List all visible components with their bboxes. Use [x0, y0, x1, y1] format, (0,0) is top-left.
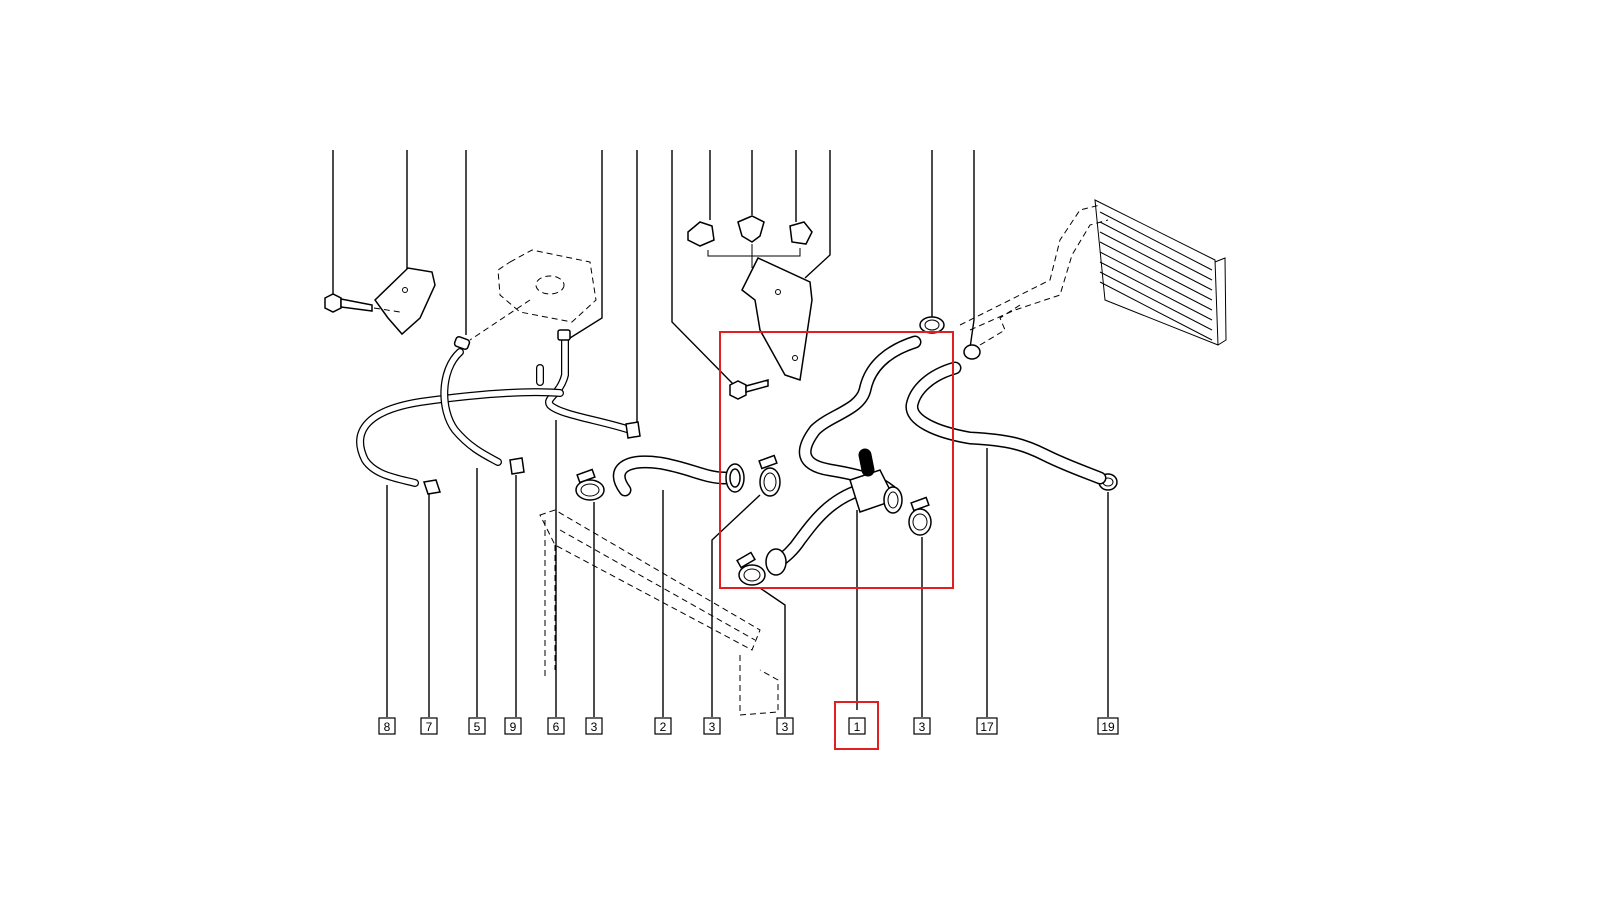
- hose-5: [440, 336, 502, 466]
- callout-label: 19: [1101, 720, 1115, 734]
- callout-8: 8: [378, 717, 396, 735]
- bolt-left: [324, 293, 401, 313]
- mounting-plate: [741, 257, 813, 381]
- callout-label: 1: [854, 720, 861, 734]
- heater-core: [959, 199, 1227, 346]
- part-1-y-hose: [765, 335, 922, 576]
- bolt-center: [729, 379, 769, 400]
- clip-6-end: [625, 421, 641, 439]
- callout-label: 3: [709, 720, 716, 734]
- callout-label: 5: [474, 720, 481, 734]
- clamp-3-a: [575, 468, 605, 501]
- callout-7: 7: [420, 717, 438, 735]
- callout-1-highlight: [834, 701, 879, 750]
- callout-5: 5: [468, 717, 486, 735]
- callout-label: 3: [591, 720, 598, 734]
- clamp-3-e: [919, 316, 945, 334]
- bottom-leader-lines: [386, 420, 1109, 717]
- callout-label: 9: [510, 720, 517, 734]
- hose-2: [612, 455, 745, 497]
- clip-9: [509, 457, 525, 475]
- highlight-region: [719, 331, 954, 589]
- callout-label: 2: [660, 720, 667, 734]
- callout-label: 3: [782, 720, 789, 734]
- top-leader-lines: [332, 150, 975, 422]
- callout-label: 7: [426, 720, 433, 734]
- callout-3-c: 3: [776, 717, 794, 735]
- callout-label: 17: [980, 720, 994, 734]
- callout-1: 1: [834, 701, 879, 750]
- callout-19: 19: [1097, 717, 1119, 735]
- callout-label: 3: [919, 720, 926, 734]
- callout-label: 8: [384, 720, 391, 734]
- clip-7: [423, 479, 441, 495]
- bracket-left: [374, 267, 436, 336]
- callout-label: 6: [553, 720, 560, 734]
- callout-9: 9: [504, 717, 522, 735]
- clamp-3-c: [736, 551, 766, 586]
- hose-17: [905, 361, 1107, 485]
- clamp-17: [963, 344, 981, 360]
- callout-2: 2: [654, 717, 672, 735]
- hose-8: [356, 388, 564, 487]
- hose-6: [536, 329, 634, 434]
- clamp-3-b: [758, 454, 781, 497]
- radiator-outline: [539, 509, 779, 716]
- callout-3-b: 3: [703, 717, 721, 735]
- clamp-3-d: [908, 496, 932, 536]
- callout-3-d: 3: [913, 717, 931, 735]
- callout-6: 6: [547, 717, 565, 735]
- callout-17: 17: [976, 717, 998, 735]
- callout-3-a: 3: [585, 717, 603, 735]
- expansion-tank: [469, 249, 597, 341]
- clip-group-top: [687, 215, 813, 268]
